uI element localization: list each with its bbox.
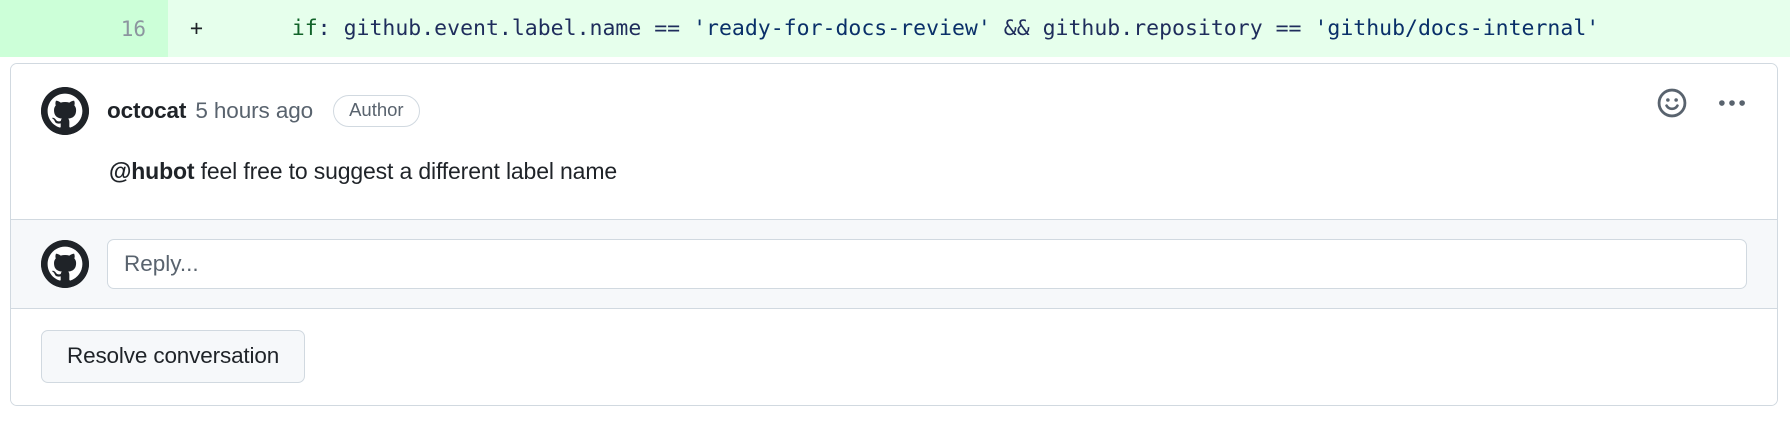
code-token: 'github/docs-internal' [1314,16,1600,41]
comment-body: @hubot feel free to suggest a different … [11,132,1777,219]
comment-author[interactable]: octocat [107,98,187,123]
comment-timestamp[interactable]: 5 hours ago [195,98,314,123]
code-token [1301,16,1314,41]
code-token: == [654,16,681,41]
diff-line-content[interactable]: + if: github.event.label.name == 'ready-… [168,0,1790,57]
code-token: if [291,16,318,41]
comment-actions [1655,86,1749,120]
comment: octocat 5 hours ago Author [11,64,1777,219]
code-token: && [1003,16,1030,41]
review-comment-thread: octocat 5 hours ago Author [10,63,1778,406]
code-token: : [317,16,331,41]
code-token [680,16,693,41]
comment-body-text: feel free to suggest a different label n… [194,158,618,184]
code-token: == [1275,16,1302,41]
code-token: github.event.label.name [330,16,655,41]
reply-input[interactable]: Reply... [107,238,1747,289]
smiley-icon[interactable] [1655,86,1689,120]
code-token [991,16,1004,41]
thread-footer: Resolve conversation [11,307,1777,405]
reply-placeholder: Reply... [124,250,199,276]
viewer-avatar[interactable] [41,239,89,288]
octocat-avatar[interactable] [41,87,89,135]
code-token [240,16,292,41]
diff-code-text: if: github.event.label.name == 'ready-fo… [240,16,1599,41]
diff-line-addition: 16 + if: github.event.label.name == 'rea… [0,0,1790,57]
user-mention-link[interactable]: @hubot [109,158,195,184]
comment-header: octocat 5 hours ago Author [11,64,1777,135]
reply-row: Reply... [11,218,1777,308]
diff-line-number[interactable]: 16 [0,0,168,57]
resolve-conversation-button[interactable]: Resolve conversation [41,329,306,383]
kebab-menu-icon[interactable] [1715,86,1749,120]
code-token: github.repository [1029,16,1276,41]
diff-addition-marker: + [190,16,203,41]
author-badge: Author [333,95,420,127]
code-token: 'ready-for-docs-review' [693,16,991,41]
